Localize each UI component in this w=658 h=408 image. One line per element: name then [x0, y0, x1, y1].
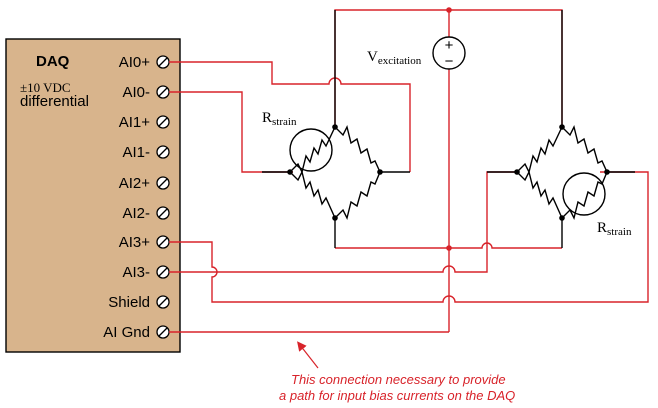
terminal-screw-ai-gnd	[156, 325, 170, 339]
bridge2-strain-gauge-label: Rstrain	[597, 220, 632, 238]
terminal-label-ai1-minus: AI1-	[122, 144, 150, 161]
terminal-label-ai2-plus: AI2+	[119, 175, 151, 192]
terminal-label-ai0-minus: AI0-	[122, 84, 150, 101]
terminal-label-shield: Shield	[108, 294, 150, 311]
bridge1-node-right	[377, 169, 383, 175]
bridge2-resistor-bottom-right	[561, 171, 608, 221]
bridge2-node-right	[604, 169, 610, 175]
wire-ai0-plus	[169, 61, 411, 172]
daq-title: DAQ	[36, 53, 70, 70]
wire-ai3-minus	[169, 171, 519, 273]
daq-mode: differential	[20, 93, 89, 110]
terminal-screw-ai1-plus	[156, 115, 170, 129]
bridge1-node-bottom	[332, 215, 338, 221]
source-minus-sign: −	[445, 53, 454, 70]
annotation-arrow	[297, 341, 319, 369]
daq-body	[5, 38, 181, 353]
bridge2-resistor-top-left	[516, 126, 563, 175]
bridge1-node-left	[287, 169, 293, 175]
excitation-voltage-label: Vexcitation	[367, 49, 422, 67]
annotation-line-1: This connection necessary to provide	[291, 372, 506, 387]
wire-ai0-minus	[169, 91, 293, 173]
terminal-screw-ai3-minus	[156, 265, 170, 279]
daq-range: ±10 VDC	[20, 80, 71, 95]
bridge2-node-left	[514, 169, 520, 175]
bridge1-node-top	[332, 124, 338, 130]
terminal-screw-ai1-minus	[156, 145, 170, 159]
terminal-screw-ai2-plus	[156, 176, 170, 190]
bridge2-resistor-bottom-left	[516, 169, 563, 219]
excitation-source-symbol	[432, 36, 466, 70]
top-rail-junction	[446, 7, 452, 13]
annotation-line-2: a path for input bias currents on the DA…	[279, 388, 515, 403]
terminal-label-ai-gnd: AI Gnd	[103, 324, 150, 341]
terminal-screw-ai3-plus	[156, 235, 170, 249]
wire-ai3-plus	[169, 171, 649, 303]
source-plus-sign: +	[445, 37, 454, 54]
terminal-screw-shield	[156, 295, 170, 309]
terminal-label-ai2-minus: AI2-	[122, 205, 150, 222]
bridge2-strain-gauge-circle	[562, 172, 606, 216]
bridge1-resistor-bottom-left	[289, 169, 336, 219]
bridge1-strain-gauge-label: Rstrain	[262, 110, 297, 128]
terminal-screw-ai0-minus	[156, 85, 170, 99]
terminal-label-ai3-minus: AI3-	[122, 264, 150, 281]
bridge2-node-top	[559, 124, 565, 130]
bottom-rail-junction	[446, 245, 452, 251]
terminal-label-ai1-plus: AI1+	[119, 114, 151, 131]
terminal-screw-ai2-minus	[156, 206, 170, 220]
terminal-label-ai0-plus: AI0+	[119, 54, 151, 71]
bridge1-resistor-top-right	[334, 124, 381, 173]
bridge1-strain-gauge-circle	[289, 128, 333, 172]
terminal-label-ai3-plus: AI3+	[119, 234, 151, 251]
bridge2-resistor-top-right	[561, 124, 608, 173]
bridge2-node-bottom	[559, 215, 565, 221]
bridge1-resistor-bottom-right	[334, 171, 381, 221]
terminal-screw-ai0-plus	[156, 55, 170, 69]
